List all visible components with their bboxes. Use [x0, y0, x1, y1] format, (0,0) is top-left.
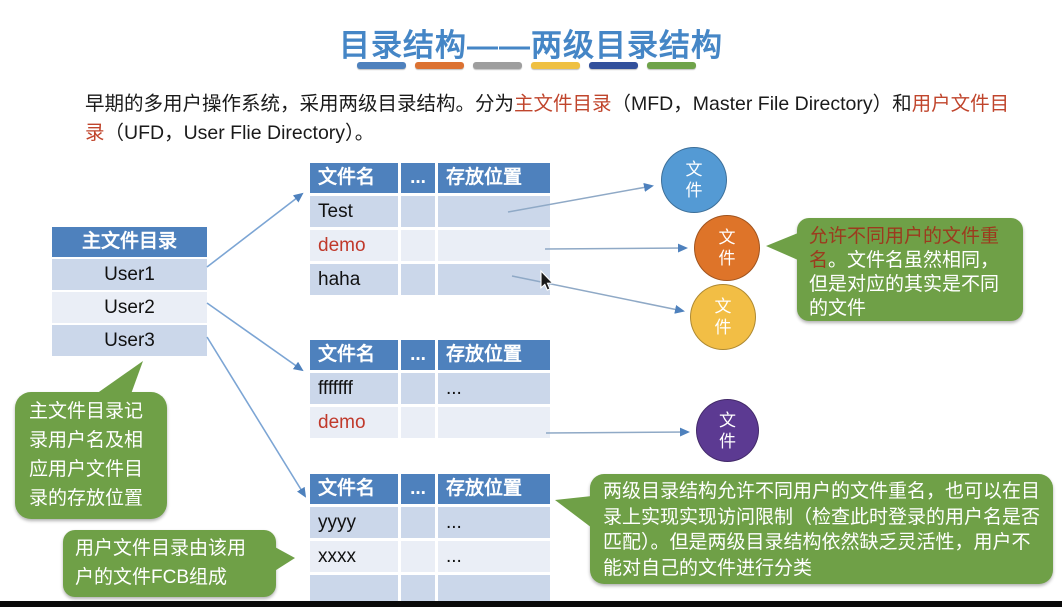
- mfd-table-header: 主文件目录: [52, 227, 207, 257]
- ufd-filename-cell: fffffff: [310, 373, 398, 404]
- callout-mfd-note: 主文件目录记录用户名及相应用户文件目录的存放位置: [15, 392, 167, 519]
- callout-summary-note: 两级目录结构允许不同用户的文件重名，也可以在目录上实现实现访问限制（检查此时登录…: [590, 474, 1053, 584]
- ufd-filename-cell: demo: [310, 230, 398, 261]
- ufd-dots-cell: [401, 373, 435, 404]
- page-title: 目录结构——两级目录结构: [339, 28, 723, 63]
- text-segment: 用户文件目录: [85, 93, 1010, 144]
- ufd-location-cell: ...: [438, 541, 550, 572]
- arrow-demo1-to-file: [544, 243, 688, 253]
- ufd-filename-cell: yyyy: [310, 507, 398, 538]
- ufd-location-cell: [438, 264, 550, 295]
- file-circle-label: 文 件: [685, 160, 703, 200]
- mfd-row: User1: [52, 259, 207, 290]
- ufd-dots-cell: [401, 541, 435, 572]
- text-segment: 主文件目录: [514, 93, 612, 115]
- ufd-location-cell: ...: [438, 507, 550, 538]
- callout-mfd-note-pointer: [96, 361, 143, 394]
- ufd-header-cell: 存放位置: [438, 474, 550, 504]
- ufd-dots-cell: [401, 196, 435, 227]
- mfd-row: User3: [52, 325, 207, 356]
- ufd-dots-cell: [401, 575, 435, 601]
- file-circle-purple: 文 件: [696, 399, 759, 462]
- file-circle-orange: 文 件: [694, 215, 760, 281]
- file-circle-label: 文 件: [719, 410, 736, 451]
- text-segment: 。文件名虽然相同，但是对应的其实是不同的文件: [809, 250, 1000, 319]
- intro-paragraph: 早期的多用户操作系统，采用两级目录结构。分为主文件目录（MFD，Master F…: [85, 90, 1025, 148]
- underline-bar: [357, 62, 406, 69]
- text-segment: 允许不同用户的文件重名: [809, 226, 1000, 271]
- ufd-header-cell: 文件名: [310, 340, 398, 370]
- ufd-dots-cell: [401, 230, 435, 261]
- ufd-location-cell: [438, 196, 550, 227]
- callout-rename-note: 允许不同用户的文件重名。文件名虽然相同，但是对应的其实是不同的文件: [797, 218, 1023, 321]
- underline-bar: [473, 62, 522, 69]
- ufd-header-cell: ...: [401, 340, 435, 370]
- file-circle-blue: 文 件: [661, 147, 727, 213]
- file-circle-label: 文 件: [714, 297, 732, 337]
- ufd-header-cell: ...: [401, 474, 435, 504]
- ufd-header-cell: ...: [401, 163, 435, 193]
- mfd-row: User2: [52, 292, 207, 323]
- callout-ufd-note: 用户文件目录由该用户的文件FCB组成: [63, 530, 276, 597]
- ufd-header-cell: 存放位置: [438, 163, 550, 193]
- callout-rename-pointer: [766, 233, 798, 260]
- arrow-user3-to-ufd3: [206, 336, 307, 498]
- ufd-location-cell: [438, 407, 550, 438]
- text-segment: （UFD，User Flie Directory）。: [104, 122, 375, 144]
- underline-bar: [415, 62, 464, 69]
- ufd-table-user2: 文件名...存放位置 fffffff... demo: [310, 340, 550, 438]
- arrow-user2-to-ufd2: [206, 302, 304, 372]
- text-segment: 早期的多用户操作系统，采用两级目录结构。分为: [85, 93, 515, 115]
- underline-bar: [589, 62, 638, 69]
- arrow-user1-to-ufd1: [206, 192, 304, 268]
- callout-summary-pointer: [555, 496, 592, 528]
- ufd-header-cell: 文件名: [310, 163, 398, 193]
- ufd-filename-cell: Test: [310, 196, 398, 227]
- file-circle-label: 文 件: [718, 228, 736, 268]
- ufd-location-cell: ...: [438, 373, 550, 404]
- underline-bar: [531, 62, 580, 69]
- text-segment: （MFD，Master File Directory）和: [611, 93, 912, 115]
- arrow-demo2-to-file: [545, 427, 690, 437]
- file-circle-yellow: 文 件: [690, 284, 756, 350]
- ufd-dots-cell: [401, 407, 435, 438]
- video-letterbox-bar: [0, 601, 1062, 607]
- ufd-filename-cell: demo: [310, 407, 398, 438]
- title-underline-bars: [357, 62, 696, 69]
- ufd-location-cell: [438, 575, 550, 601]
- ufd-dots-cell: [401, 264, 435, 295]
- ufd-filename-cell: [310, 575, 398, 601]
- ufd-location-cell: [438, 230, 550, 261]
- underline-bar: [647, 62, 696, 69]
- ufd-filename-cell: haha: [310, 264, 398, 295]
- ufd-header-cell: 存放位置: [438, 340, 550, 370]
- ufd-dots-cell: [401, 507, 435, 538]
- callout-ufd-note-pointer: [273, 546, 295, 572]
- ufd-header-cell: 文件名: [310, 474, 398, 504]
- ufd-filename-cell: xxxx: [310, 541, 398, 572]
